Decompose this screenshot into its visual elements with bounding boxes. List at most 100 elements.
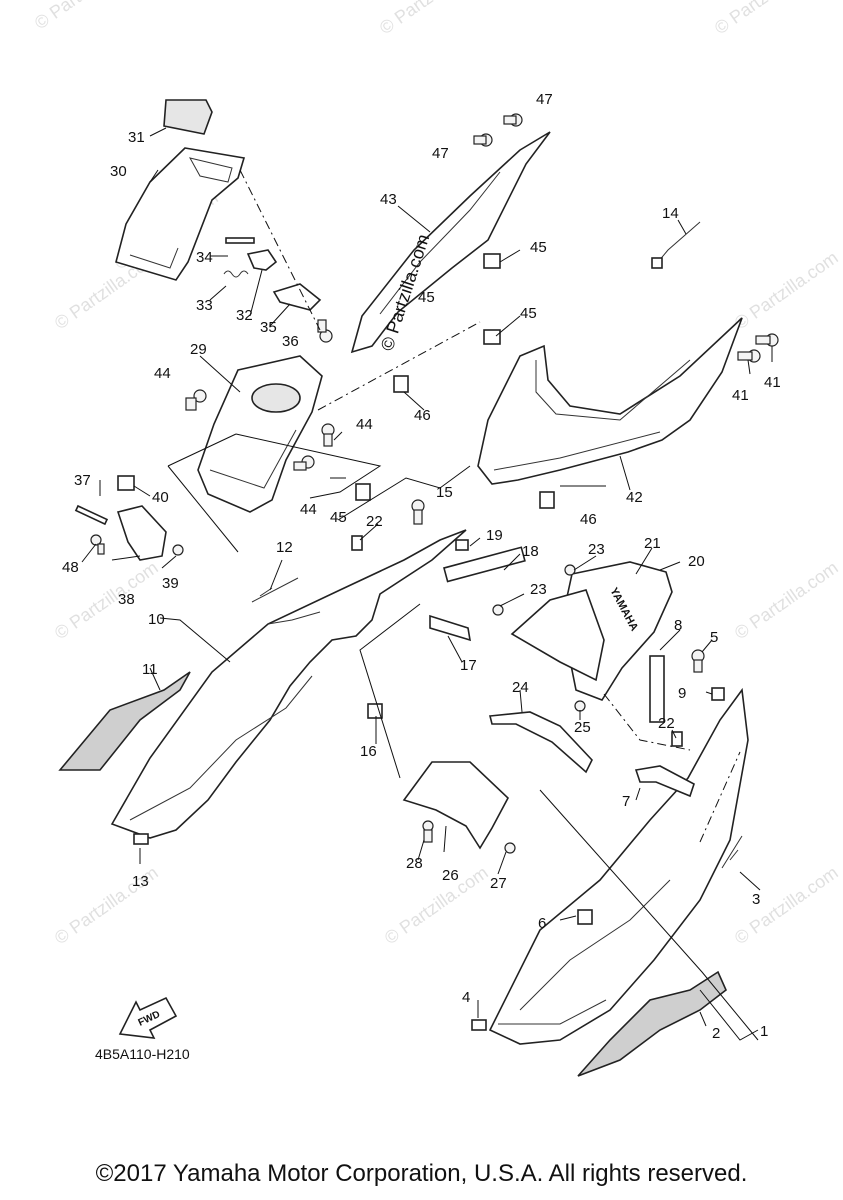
callout-37: 37 bbox=[74, 472, 91, 489]
callout-47a: 47 bbox=[536, 91, 553, 108]
watermark: © Partzilla.com bbox=[731, 862, 842, 948]
callout-45a: 45 bbox=[530, 239, 547, 256]
part-35-plate bbox=[272, 283, 322, 311]
part-19-clip bbox=[455, 539, 469, 551]
part-29-inner-tray bbox=[197, 355, 323, 513]
callout-26: 26 bbox=[442, 867, 459, 884]
part-7-pad bbox=[634, 765, 695, 798]
watermark: © Partzilla.com bbox=[711, 0, 822, 38]
callout-3: 3 bbox=[752, 891, 760, 908]
callout-1: 1 bbox=[760, 1023, 768, 1040]
callout-36: 36 bbox=[282, 333, 299, 350]
part-40-clip bbox=[117, 475, 135, 491]
part-11-stripe bbox=[58, 671, 191, 771]
callout-13: 13 bbox=[132, 873, 149, 890]
callout-8: 8 bbox=[674, 617, 682, 634]
part-48-bolt bbox=[90, 534, 105, 555]
part-44-screws bbox=[185, 389, 335, 471]
leader-box bbox=[167, 433, 382, 553]
callout-45d: 45 bbox=[418, 289, 435, 306]
part-34-pin bbox=[225, 237, 255, 244]
callout-33: 33 bbox=[196, 297, 213, 314]
part-6-clip bbox=[577, 909, 593, 925]
callout-2: 2 bbox=[712, 1025, 720, 1042]
callout-30: 30 bbox=[110, 163, 127, 180]
part-13-clip bbox=[133, 833, 149, 845]
callout-5: 5 bbox=[710, 629, 718, 646]
callout-6: 6 bbox=[538, 915, 546, 932]
callout-40: 40 bbox=[152, 489, 169, 506]
watermark: © Partzilla.com bbox=[376, 0, 487, 38]
callout-11: 11 bbox=[142, 661, 158, 678]
part-46-clips bbox=[393, 375, 555, 509]
ref-dash bbox=[603, 693, 691, 751]
part-15-screw bbox=[411, 499, 425, 525]
part-14-cable-tie bbox=[651, 221, 701, 269]
callout-46b: 46 bbox=[580, 511, 597, 528]
part-24-bracket bbox=[488, 711, 593, 774]
callout-34: 34 bbox=[196, 249, 213, 266]
callout-45c: 45 bbox=[330, 509, 347, 526]
part-18-foam bbox=[443, 546, 526, 583]
ref-dash bbox=[699, 751, 741, 843]
callout-41b: 41 bbox=[764, 374, 781, 391]
part-36-screw bbox=[317, 319, 333, 343]
part-39-bolt bbox=[172, 544, 184, 556]
part-30-front-panel bbox=[115, 147, 246, 281]
callout-46a: 46 bbox=[414, 407, 431, 424]
callout-44b: 44 bbox=[356, 416, 373, 433]
callout-28: 28 bbox=[406, 855, 423, 872]
callout-44c: 44 bbox=[300, 501, 317, 518]
callout-7: 7 bbox=[622, 793, 630, 810]
callout-23b: 23 bbox=[530, 581, 547, 598]
callout-38: 38 bbox=[118, 591, 135, 608]
callout-4: 4 bbox=[462, 989, 470, 1006]
callout-14: 14 bbox=[662, 205, 679, 222]
part-20-inner-panel bbox=[510, 561, 673, 701]
callout-41a: 41 bbox=[732, 387, 749, 404]
callout-47b: 47 bbox=[432, 145, 449, 162]
part-17-seal bbox=[429, 614, 472, 642]
part-2-graphic bbox=[577, 970, 727, 1077]
part-4-clip bbox=[471, 1019, 487, 1031]
watermark: © Partzilla.com bbox=[381, 862, 492, 948]
callout-10: 10 bbox=[148, 611, 165, 628]
copyright-notice: ©2017 Yamaha Motor Corporation, U.S.A. A… bbox=[95, 1160, 748, 1187]
watermark: © Partzilla.com bbox=[731, 557, 842, 643]
part-10-lower-cover bbox=[110, 529, 467, 839]
callout-20: 20 bbox=[688, 553, 705, 570]
part-8-foam bbox=[649, 655, 665, 723]
callout-32: 32 bbox=[236, 307, 253, 324]
callout-39: 39 bbox=[162, 575, 179, 592]
part-31-cap bbox=[163, 99, 213, 135]
part-5-screw bbox=[691, 649, 705, 673]
part-22-clips bbox=[351, 535, 683, 747]
callout-22b: 22 bbox=[658, 715, 675, 732]
part-16-clip bbox=[367, 703, 383, 719]
fwd-arrow: FWD bbox=[118, 996, 178, 1039]
part-28-screw bbox=[422, 820, 434, 843]
part-23-grommets bbox=[492, 564, 576, 616]
callout-9: 9 bbox=[678, 685, 686, 702]
callout-18: 18 bbox=[522, 543, 539, 560]
part-47-screws bbox=[473, 113, 523, 147]
callout-17: 17 bbox=[460, 657, 477, 674]
callout-numbers: 1 2 3 4 5 6 7 8 9 10 11 12 13 14 15 16 1… bbox=[62, 91, 781, 1042]
part-12-emblem bbox=[251, 577, 299, 603]
parts-diagram: © Partzilla.com © Partzilla.com © Partzi… bbox=[31, 0, 842, 1077]
part-26-shield bbox=[402, 761, 509, 850]
diagram-code: 4B5A110-H210 bbox=[95, 1046, 190, 1062]
callout-15: 15 bbox=[436, 484, 453, 501]
part-9-nut bbox=[711, 687, 725, 701]
part-25-nut bbox=[574, 700, 586, 712]
callout-12: 12 bbox=[276, 539, 293, 556]
callout-42: 42 bbox=[626, 489, 643, 506]
callout-48: 48 bbox=[62, 559, 79, 576]
callout-24: 24 bbox=[512, 679, 529, 696]
part-1-side-cover bbox=[488, 687, 749, 1045]
watermark: © Partzilla.com bbox=[731, 247, 842, 333]
callout-21: 21 bbox=[644, 535, 661, 552]
part-41-screws bbox=[737, 333, 779, 363]
callout-23a: 23 bbox=[588, 541, 605, 558]
callout-43: 43 bbox=[380, 191, 397, 208]
